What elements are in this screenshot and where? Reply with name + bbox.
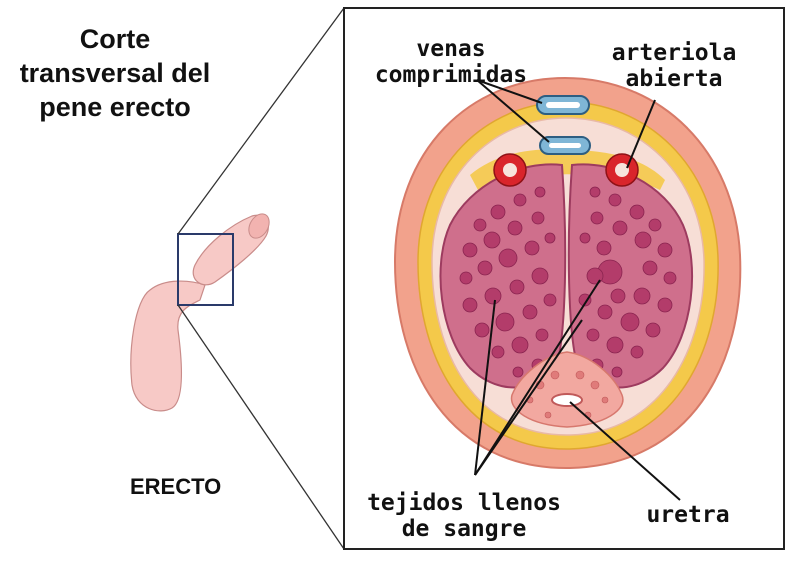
corpus-spongiosum [510, 351, 624, 428]
label-compressed-veins: venas comprimidas [356, 36, 546, 88]
urethra-lumen [551, 393, 583, 407]
leader-veins-2 [476, 79, 550, 143]
zoom-source-box [177, 233, 234, 306]
zoom-line-bottom [177, 304, 345, 550]
leader-tissue-2 [474, 319, 583, 476]
label-open-arteriole: arteriola abierta [604, 40, 744, 92]
label-veins-line-2: comprimidas [374, 62, 528, 88]
leader-tissue-1 [474, 299, 496, 476]
vein-lower [539, 136, 591, 155]
label-arteriole-line-2: abierta [625, 66, 723, 92]
title-line-2: transversal del [19, 58, 211, 88]
cross-section [393, 76, 742, 470]
diagram-title: Corte transversal del pene erecto [0, 22, 230, 124]
leader-arteriole [626, 99, 656, 169]
erect-organ-illustration [130, 213, 270, 412]
leader-veins-1 [476, 79, 543, 104]
label-tissue-line-2: de sangre [401, 516, 527, 542]
zoom-line-top [177, 7, 345, 235]
label-arteriole-line-1: arteriola [611, 40, 737, 66]
state-label: ERECTO [130, 474, 222, 499]
label-urethra-text: uretra [646, 502, 730, 528]
label-tissue-line-1: tejidos llenos [367, 490, 561, 516]
vein-upper [536, 95, 590, 115]
leader-urethra [569, 401, 681, 501]
label-veins-line-1: venas [416, 36, 486, 62]
artery-right [605, 153, 639, 187]
label-urethra: uretra [632, 502, 744, 528]
leader-tissue-3 [474, 279, 601, 476]
artery-left [493, 153, 527, 187]
title-line-1: Corte [79, 24, 151, 54]
label-blood-filled-tissue: tejidos llenos de sangre [354, 490, 574, 542]
title-line-3: pene erecto [39, 92, 191, 122]
